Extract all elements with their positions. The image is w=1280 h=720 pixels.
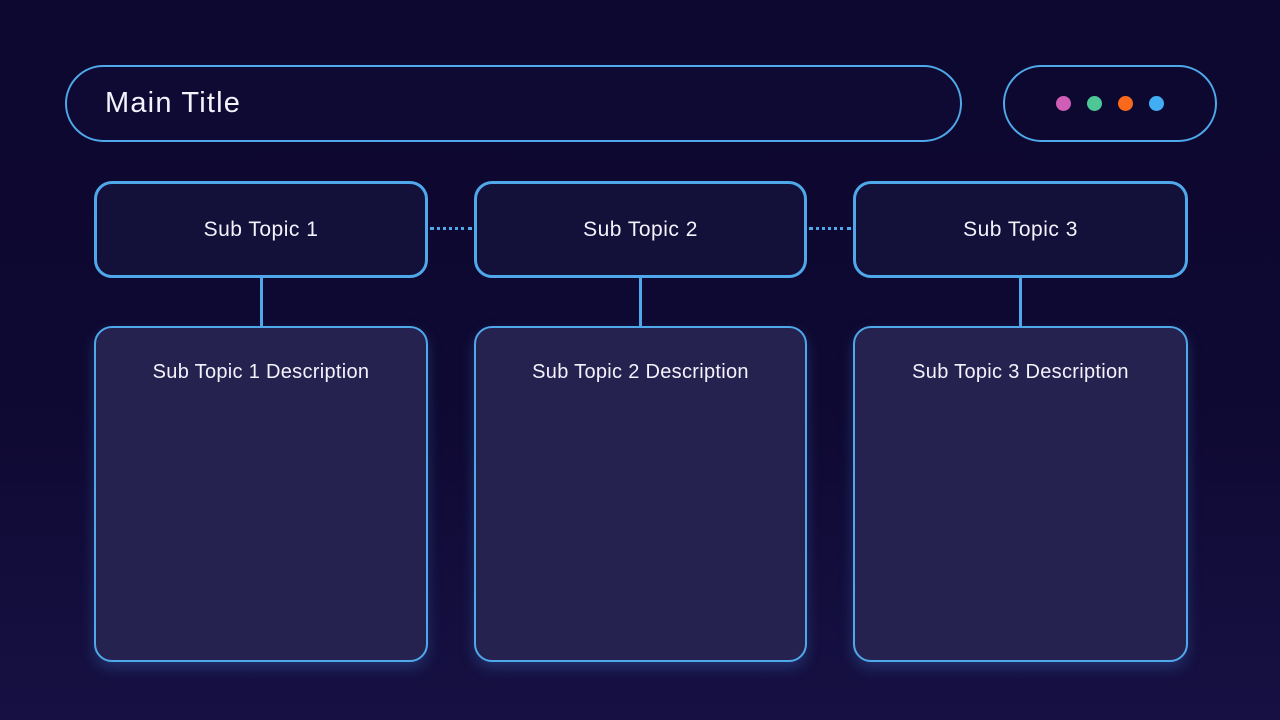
sub-topic-3-box[interactable]: Sub Topic 3 [853,181,1188,278]
orange-dot-icon [1118,96,1133,111]
sub-topic-3-label: Sub Topic 3 [963,217,1078,241]
main-title-text: Main Title [105,87,242,119]
vertical-connector-2 [639,277,642,327]
green-dot-icon [1087,96,1102,111]
dotted-connector-1-2 [430,227,472,230]
vertical-connector-1 [260,277,263,327]
vertical-connector-3 [1019,277,1022,327]
sub-topic-2-label: Sub Topic 2 [583,217,698,241]
sub-topic-1-description-label: Sub Topic 1 Description [152,361,370,383]
sub-topic-1-box[interactable]: Sub Topic 1 [94,181,428,278]
sub-topic-3-description-label: Sub Topic 3 Description [912,361,1129,383]
sub-topic-2-box[interactable]: Sub Topic 2 [474,181,807,278]
sub-topic-2-description-label: Sub Topic 2 Description [532,361,749,383]
blue-dot-icon [1149,96,1164,111]
pink-dot-icon [1056,96,1071,111]
sub-topic-2-description-box[interactable]: Sub Topic 2 Description [474,326,807,662]
sub-topic-3-description-box[interactable]: Sub Topic 3 Description [853,326,1188,662]
decoration-dots-pill [1003,65,1217,142]
sub-topic-1-label: Sub Topic 1 [203,217,319,241]
main-title-box[interactable]: Main Title [65,65,962,142]
dotted-connector-2-3 [809,227,851,230]
sub-topic-1-description-box[interactable]: Sub Topic 1 Description [94,326,428,662]
